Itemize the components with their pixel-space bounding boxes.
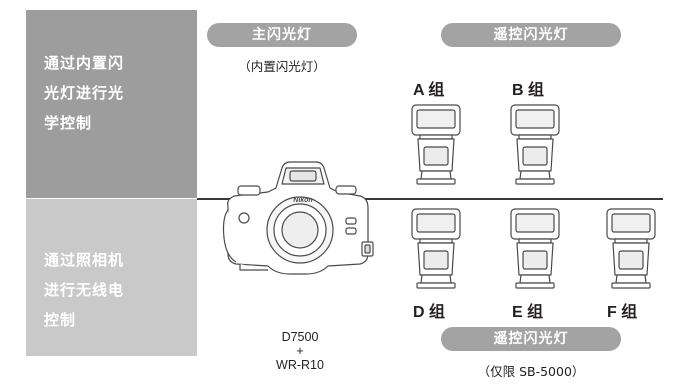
flash-unit-icon	[411, 208, 461, 289]
optical-control-label: 通过内置闪 光灯进行光 学控制	[44, 54, 125, 132]
flash-unit-icon	[510, 104, 560, 185]
group-d-label: D 组	[413, 304, 446, 321]
camera-icon: Nikon	[222, 161, 374, 275]
master-flash-pill: 主闪光灯	[207, 23, 357, 47]
remote-flash-note: （仅限 SB-5000）	[477, 364, 585, 379]
optical-control-panel: 通过内置闪 光灯进行光 学控制	[26, 10, 197, 198]
radio-control-panel: 通过照相机 进行无线电 控制	[26, 199, 197, 356]
flash-unit-icon	[411, 104, 461, 185]
group-b-label: B 组	[512, 82, 545, 99]
group-f-label: F 组	[607, 304, 638, 321]
flash-unit-icon	[510, 208, 560, 289]
remote-flash-pill-top: 遥控闪光灯	[441, 23, 621, 47]
camera-model-text: D7500 + WR-R10	[276, 330, 324, 372]
group-a-label: A 组	[413, 82, 445, 99]
master-flash-note: （内置闪光灯）	[238, 59, 326, 74]
remote-flash-pill-bottom: 遥控闪光灯	[441, 327, 621, 351]
camera-brand-logo: Nikon	[293, 197, 312, 204]
group-e-label: E 组	[512, 304, 544, 321]
radio-control-label: 通过照相机 进行无线电 控制	[44, 251, 125, 329]
section-divider	[197, 198, 663, 200]
flash-unit-icon	[606, 208, 656, 289]
